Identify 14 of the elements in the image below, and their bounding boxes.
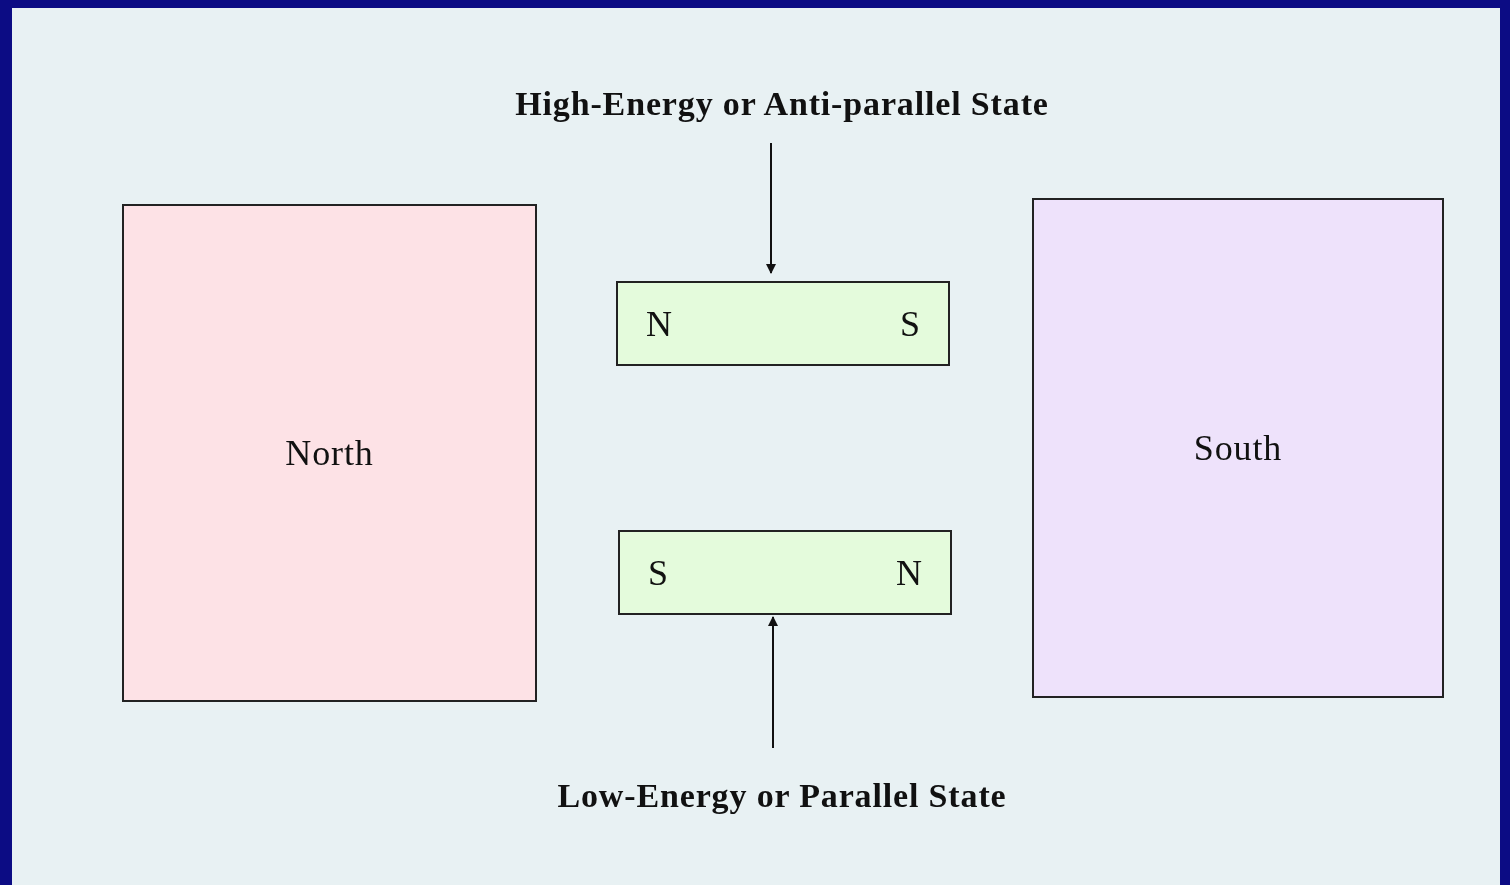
pole-letter: N <box>896 551 922 595</box>
state-label: Low-Energy or Parallel State <box>557 775 1007 816</box>
pole-letter: S <box>648 551 669 595</box>
arrow <box>768 616 778 749</box>
magnet-pole-block <box>122 204 537 702</box>
magnet-pole-block <box>1032 198 1444 698</box>
arrow <box>766 142 776 274</box>
bar-magnet <box>618 530 952 615</box>
pole-letter: N <box>646 302 672 346</box>
pole-label: South <box>1193 427 1283 470</box>
pole-letter: S <box>899 302 920 346</box>
pole-label: North <box>285 432 374 475</box>
bar-magnet <box>616 281 950 366</box>
state-label: High-Energy or Anti-parallel State <box>515 83 1049 124</box>
